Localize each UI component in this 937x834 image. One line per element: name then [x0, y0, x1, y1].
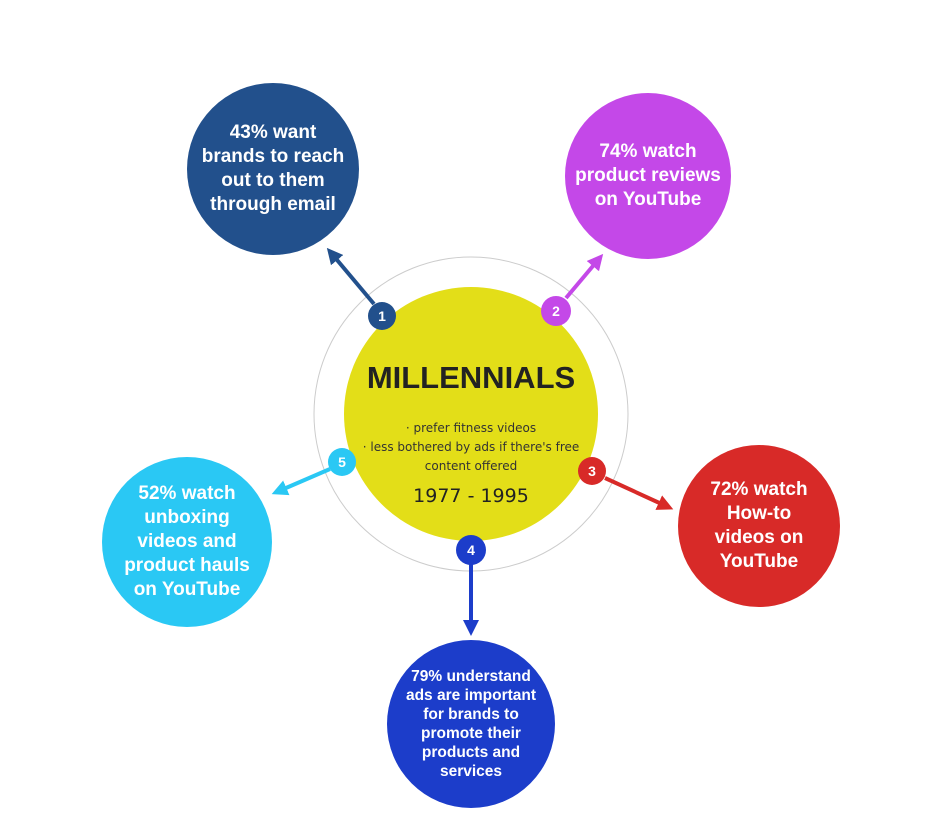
- center-years: 1977 - 1995: [413, 485, 529, 507]
- arrow-1: [326, 247, 376, 306]
- center-bullet-2: · less bothered by ads if there's free: [362, 440, 580, 454]
- badge-5: 5: [328, 448, 356, 476]
- badge-1: 1: [368, 302, 396, 330]
- node-2-text: 74% watch product reviews on YouTube: [575, 141, 721, 210]
- node-1-circle: 43% want brands to reach out to them thr…: [187, 83, 359, 255]
- center-bullet-1: · prefer fitness videos: [405, 421, 537, 435]
- node-3-circle: 72% watch How-to videos on YouTube: [678, 445, 840, 607]
- badge-4: 4: [456, 535, 486, 565]
- node-5-text: 52% watch unboxing videos and product ha…: [124, 483, 250, 600]
- node-5-circle: 52% watch unboxing videos and product ha…: [102, 457, 272, 627]
- node-2-circle: 74% watch product reviews on YouTube: [565, 93, 731, 259]
- badge-3: 3: [578, 457, 606, 485]
- node-4-circle: 79% understand ads are important for bra…: [387, 640, 555, 808]
- arrow-5: [271, 467, 331, 496]
- node-4-text: 79% understand ads are important for bra…: [405, 668, 537, 780]
- arrow-3: [604, 476, 674, 510]
- node-1-text: 43% want brands to reach out to them thr…: [201, 122, 345, 215]
- center-bullet-3: content offered: [424, 459, 518, 473]
- arrow-2: [564, 253, 604, 300]
- badge-2: 2: [541, 296, 571, 326]
- node-3-text: 72% watch How-to videos on YouTube: [710, 479, 808, 572]
- center-circle: [344, 287, 598, 541]
- center-title: MILLENNIALS: [366, 360, 576, 395]
